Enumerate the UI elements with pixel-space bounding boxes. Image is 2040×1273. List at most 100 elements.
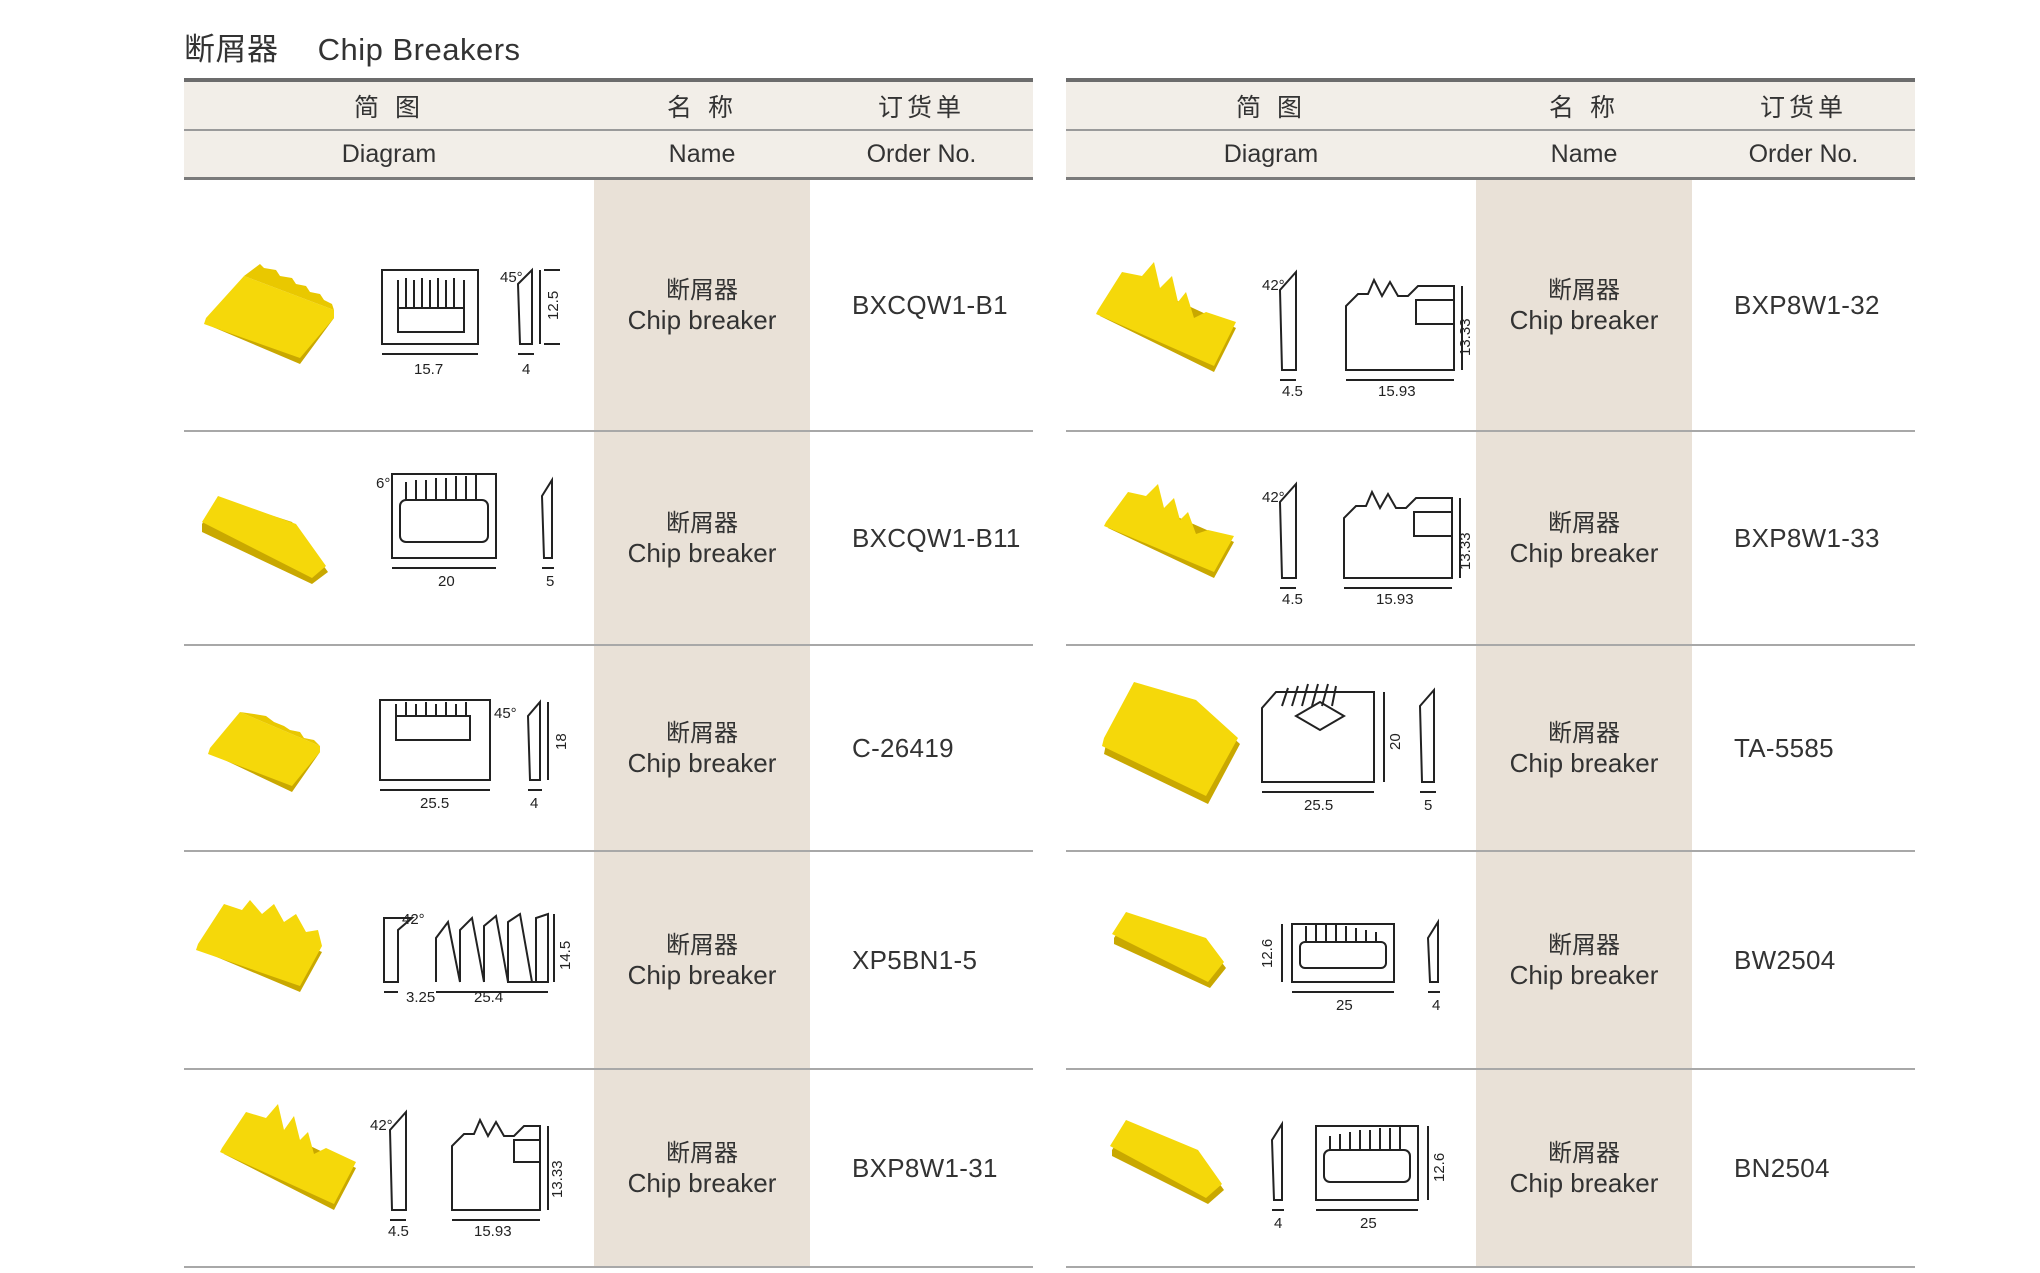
- dim-label: 4.5: [1282, 383, 1303, 400]
- insert-3d-image: [1104, 484, 1234, 578]
- dim-label: 42°: [370, 1117, 393, 1134]
- name-cell: 断屑器 Chip breaker: [594, 432, 810, 644]
- order-no: BXP8W1-32: [1734, 289, 1880, 320]
- dim-label: 42°: [1262, 489, 1285, 506]
- insert-3d-image: [196, 900, 322, 992]
- name-en: Chip breaker: [627, 960, 777, 990]
- dim-label: 45°: [494, 705, 517, 722]
- name-cn: 断屑器: [666, 719, 738, 747]
- dim-label: 12.6: [1259, 939, 1276, 968]
- chip-breaker-table-right: 简 图 名 称 订货单 Diagram Name Order No.: [1066, 78, 1915, 1268]
- dim-label: 25.4: [474, 989, 503, 1006]
- name-cn: 断屑器: [666, 509, 738, 537]
- name-cell: 断屑器 Chip breaker: [1476, 432, 1692, 644]
- table-row: 45° 12.5 15.7 4 断屑器 Chip breaker BXCQW1-…: [184, 180, 1033, 432]
- side-view-drawing: [388, 1109, 407, 1221]
- diagram-cell: 20 25.5 5: [1066, 646, 1476, 850]
- dim-label: 5: [546, 573, 554, 590]
- name-cell: 断屑器 Chip breaker: [1476, 646, 1692, 850]
- dim-label: 3.25: [406, 989, 435, 1006]
- front-view-drawing: [391, 473, 497, 569]
- dim-label: 25: [1336, 997, 1353, 1014]
- front-view-drawing: [451, 1117, 549, 1221]
- dim-label: 5: [1424, 797, 1432, 814]
- title-cn: 断屑器: [184, 32, 279, 68]
- name-en: Chip breaker: [627, 1168, 777, 1198]
- dim-label: 13.33: [1457, 532, 1474, 570]
- side-view-drawing: [1278, 269, 1297, 381]
- diagram-cell: 42° 4.5 15.93 13.33: [1066, 432, 1476, 644]
- diagram-cell: 42° 4.5 15.93 13.33: [184, 1070, 594, 1266]
- front-view-drawing: [1281, 923, 1395, 993]
- order-no: BXCQW1-B11: [852, 522, 1021, 553]
- header-diagram-cn: 简 图: [354, 92, 424, 122]
- name-cell: 断屑器 Chip breaker: [1476, 1070, 1692, 1266]
- order-no: TA-5585: [1734, 732, 1834, 763]
- page-title: 断屑器 Chip Breakers: [184, 24, 521, 69]
- header-name-cn: 名 称: [1549, 92, 1619, 122]
- name-en: Chip breaker: [627, 538, 777, 568]
- front-view-drawing: [1315, 1125, 1429, 1211]
- insert-3d-image: [1112, 912, 1226, 988]
- diagram-cell: 45° 18 25.5 4: [184, 646, 594, 850]
- header-name-en: Name: [1550, 139, 1618, 168]
- dim-label: 45°: [500, 269, 523, 286]
- dim-label: 20: [1387, 733, 1404, 750]
- side-view-drawing: [1426, 918, 1440, 993]
- name-en: Chip breaker: [627, 748, 777, 778]
- order-no: BXCQW1-B1: [852, 289, 1008, 320]
- title-en: Chip Breakers: [317, 32, 521, 67]
- side-view-drawing: [526, 699, 549, 791]
- name-cn: 断屑器: [1548, 719, 1620, 747]
- product-diagram: 45° 12.5 15.7 4: [204, 264, 562, 378]
- diagram-cell: 4 25 12.6: [1066, 1070, 1476, 1266]
- name-cn: 断屑器: [666, 1139, 738, 1167]
- front-view-drawing: [1343, 489, 1461, 589]
- dim-label: 4: [1274, 1215, 1282, 1232]
- diagram-cell: 42° 4.5 15.93 13.33: [1066, 180, 1476, 430]
- dim-label: 20: [438, 573, 455, 590]
- header-name-cn: 名 称: [667, 92, 737, 122]
- dim-label: 18: [553, 733, 570, 750]
- table-row: 42° 3.25 25.4 14.5 断屑器 Chip breaker XP5B…: [184, 852, 1033, 1070]
- front-view-drawing: [1345, 277, 1463, 381]
- insert-3d-image: [1096, 262, 1236, 372]
- side-view-drawing: [516, 267, 560, 355]
- diagram-cell: 12.6 25 4: [1066, 852, 1476, 1068]
- header-order-cn: 订货单: [877, 92, 965, 122]
- front-view-drawing: [381, 269, 479, 355]
- dim-label: 25.5: [1304, 797, 1333, 814]
- header-order-en: Order No.: [1748, 139, 1859, 168]
- name-cell: 断屑器 Chip breaker: [1476, 180, 1692, 430]
- header-order-cn: 订货单: [1759, 92, 1847, 122]
- front-view-drawing: [379, 699, 491, 791]
- header-order-en: Order No.: [866, 139, 977, 168]
- dim-label: 15.93: [1378, 383, 1416, 400]
- side-view-drawing: [1278, 481, 1297, 589]
- table-row: 20 25.5 5 断屑器 Chip breaker TA-5585: [1066, 646, 1915, 852]
- product-diagram: 45° 18 25.5 4: [208, 699, 570, 812]
- insert-3d-image: [1110, 1120, 1224, 1204]
- front-view-drawing: [435, 912, 555, 993]
- table-row: 6° 20 5 断屑器 Chip breaker BXCQW1-B11: [184, 432, 1033, 646]
- order-no: BXP8W1-31: [852, 1152, 998, 1183]
- order-no: BW2504: [1734, 944, 1836, 975]
- name-cell: 断屑器 Chip breaker: [594, 646, 810, 850]
- diagram-cell: 45° 12.5 15.7 4: [184, 180, 594, 430]
- product-diagram: 12.6 25 4: [1112, 912, 1440, 1014]
- dim-label: 13.33: [1457, 318, 1474, 356]
- front-view-drawing: [1261, 683, 1385, 793]
- insert-3d-image: [204, 264, 334, 364]
- order-no: BN2504: [1734, 1152, 1830, 1183]
- insert-3d-image: [1102, 682, 1240, 804]
- dim-label: 12.6: [1431, 1153, 1448, 1182]
- product-diagram: 42° 4.5 15.93 13.33: [1096, 262, 1474, 400]
- dim-label: 13.33: [549, 1160, 566, 1198]
- dim-label: 4: [522, 361, 530, 378]
- product-diagram: 6° 20 5: [202, 473, 554, 590]
- dim-label: 42°: [1262, 277, 1285, 294]
- order-no: BXP8W1-33: [1734, 522, 1880, 553]
- header-name-en: Name: [668, 139, 736, 168]
- name-cn: 断屑器: [1548, 931, 1620, 959]
- product-diagram: 4 25 12.6: [1110, 1120, 1448, 1232]
